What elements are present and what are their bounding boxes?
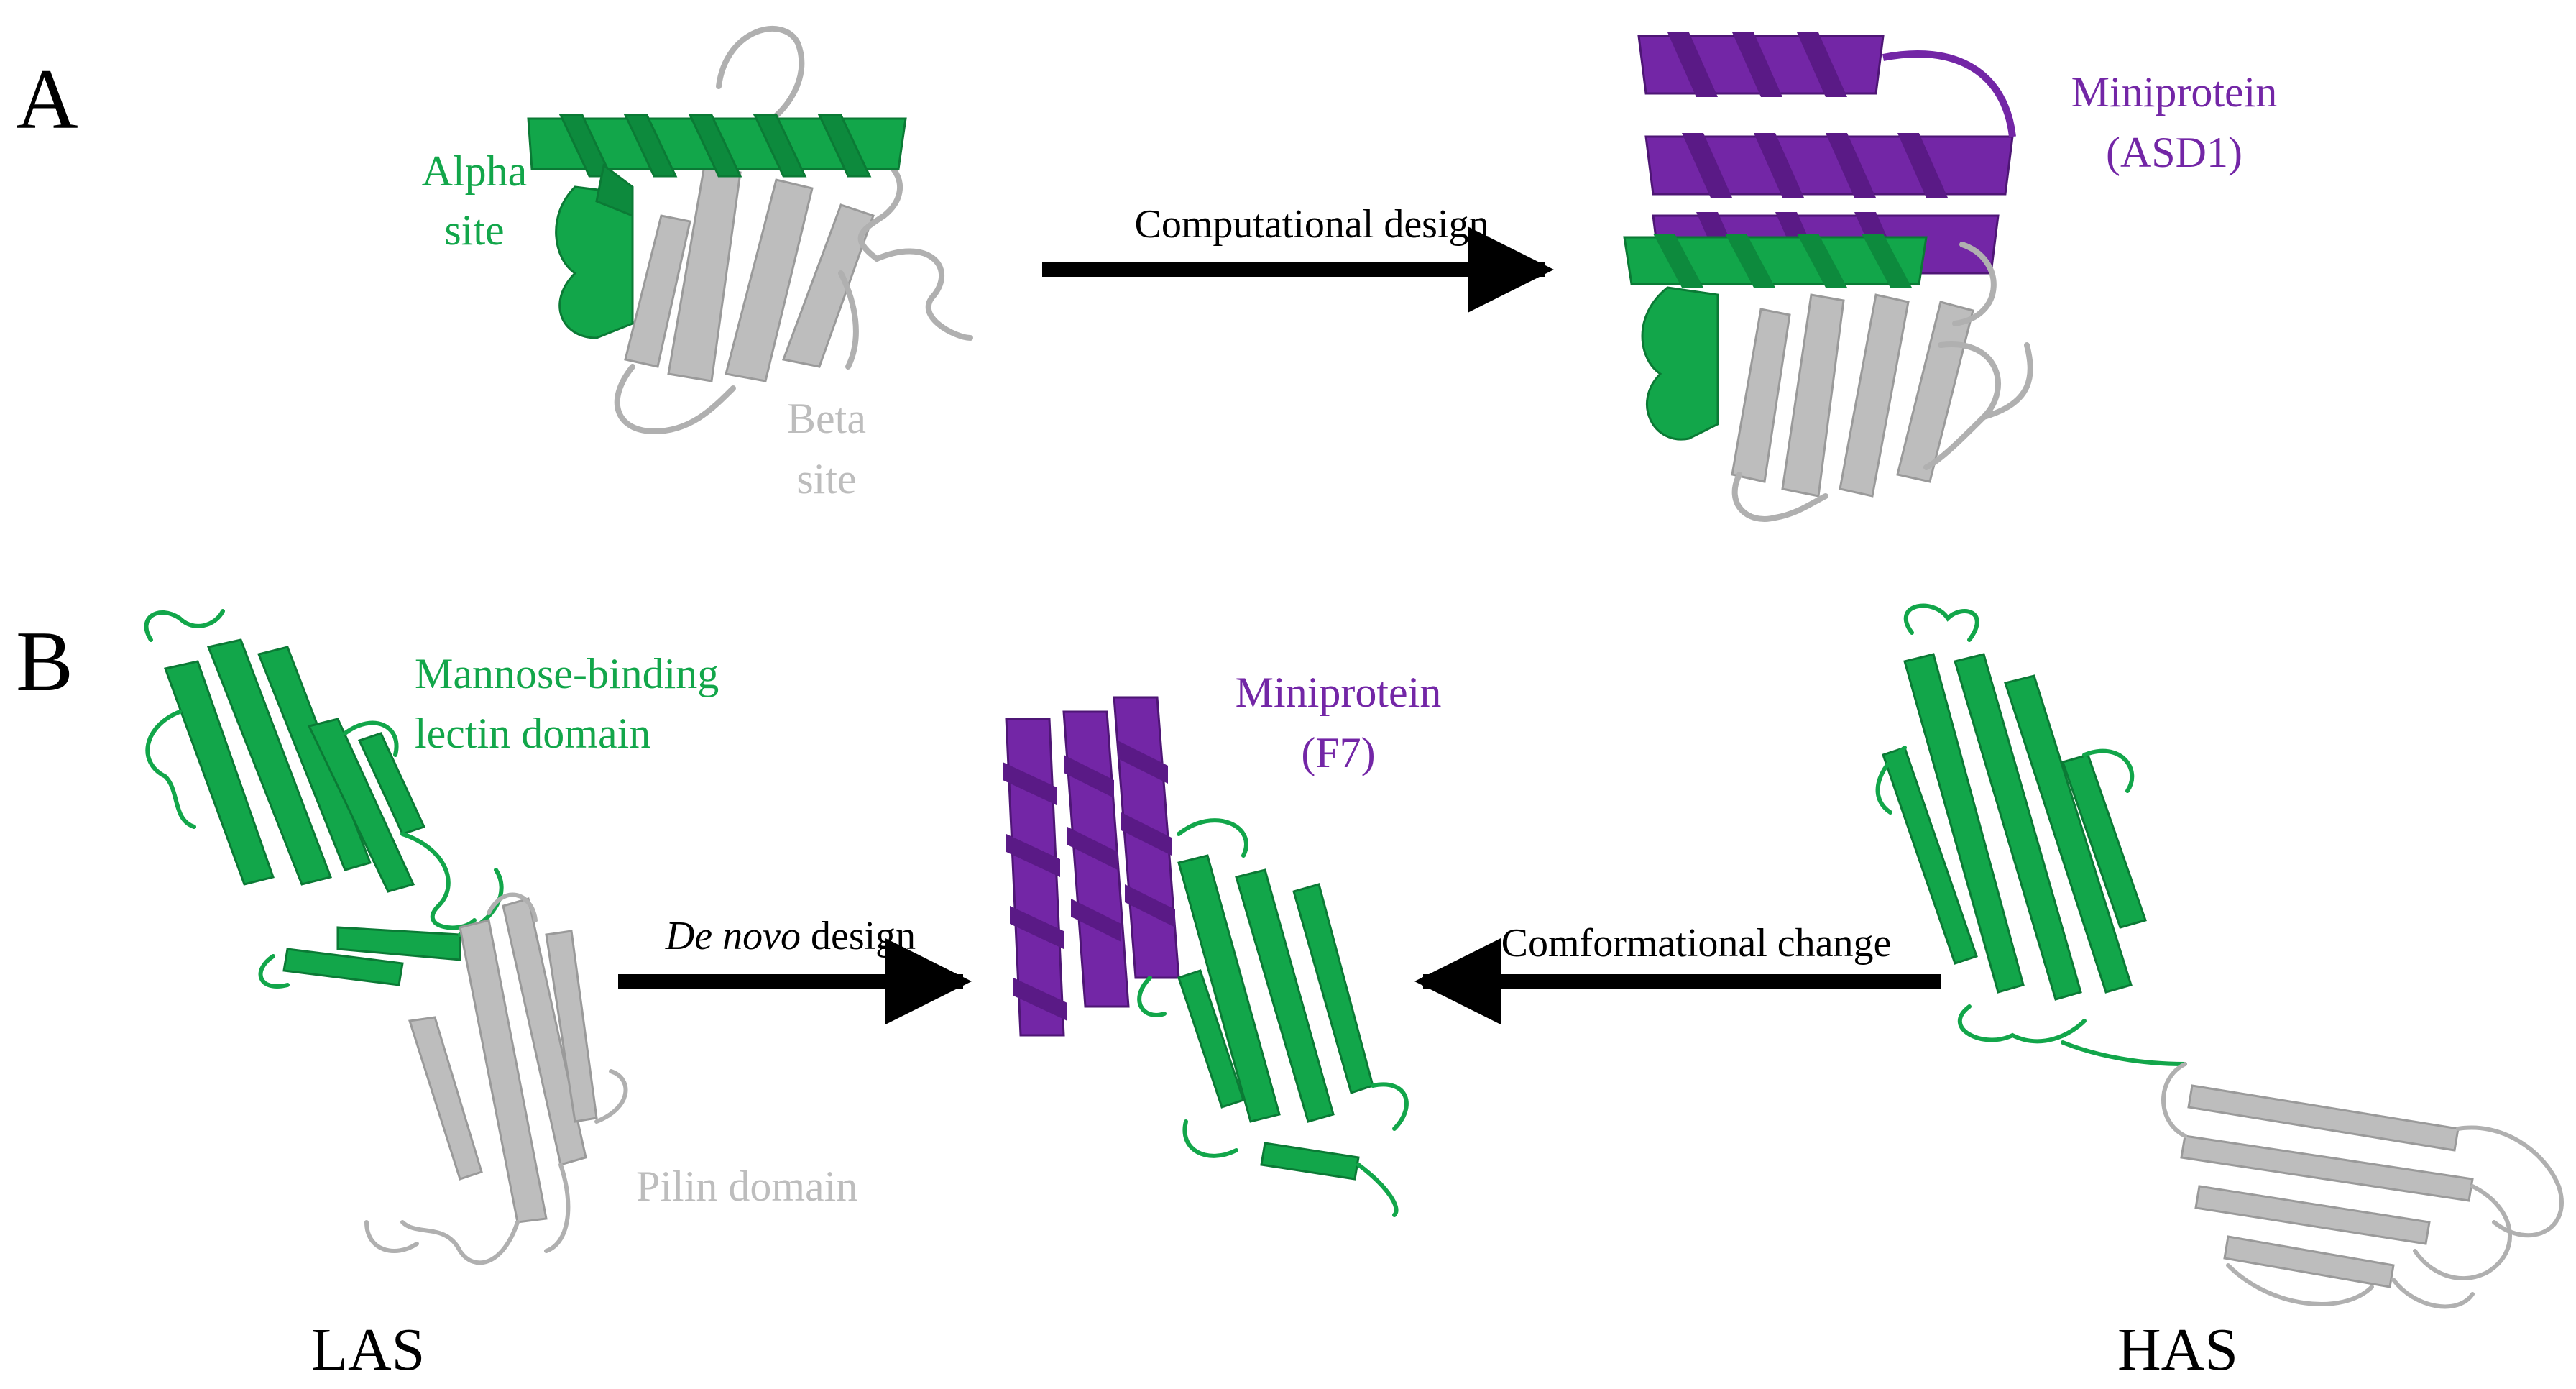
de-novo-italic: De novo (665, 914, 801, 958)
panel-b: B (16, 603, 2564, 1383)
las-pilin-domain (408, 897, 598, 1224)
center-lectin-domain (1177, 854, 1374, 1181)
has-pilin-domain (2180, 1084, 2474, 1288)
alpha-site-label-line1: Alpha (422, 147, 528, 195)
has-lectin-loops (1875, 603, 2187, 1066)
lectin-domain-label-line2: lectin domain (415, 710, 650, 757)
miniprotein-f7-turns (1003, 741, 1175, 1021)
miniprotein-asd1-label-line1: Miniprotein (2071, 68, 2278, 116)
miniprotein-asd1-loop (1882, 50, 2016, 137)
las-structure (144, 609, 628, 1265)
miniprotein-f7-helices (1005, 696, 1180, 1037)
panel-a-left-structure (527, 26, 973, 435)
center-complex-structure (1003, 696, 1409, 1217)
has-pilin-loops (2161, 1062, 2564, 1309)
miniprotein-f7-label-line2: (F7) (1301, 729, 1375, 776)
panel-a-letter: A (16, 51, 78, 147)
panel-a: A (16, 26, 2278, 522)
miniprotein-f7-label-line1: Miniprotein (1236, 669, 1442, 716)
miniprotein-asd1-label-line2: (ASD1) (2106, 129, 2242, 176)
beta-sheet-gray (624, 164, 875, 382)
de-novo-rest: design (801, 914, 916, 958)
de-novo-design-label: De novo design (665, 914, 916, 958)
alpha-site-label-line2: site (444, 206, 504, 254)
complex-alpha-helix-green (1623, 236, 1928, 441)
complex-alpha-helix-green-turns (1653, 234, 1912, 288)
pilin-domain-label: Pilin domain (636, 1163, 857, 1210)
has-label: HAS (2117, 1316, 2238, 1383)
las-lectin-domain (164, 638, 461, 986)
las-label: LAS (311, 1316, 426, 1383)
complex-gray-loops (1731, 242, 2033, 522)
has-lectin-domain (1882, 653, 2147, 1001)
alpha-helix-green (527, 114, 907, 178)
conformational-change-label: Comformational change (1501, 921, 1892, 966)
center-lectin-loops (1137, 818, 1409, 1217)
has-structure (1875, 603, 2564, 1309)
alpha-helix-green-side (555, 163, 634, 339)
panel-a-right-structure (1623, 32, 2033, 522)
lectin-domain-label-line1: Mannose-binding (415, 650, 719, 697)
las-pilin-loops (364, 892, 628, 1265)
beta-site-label-line2: site (796, 455, 856, 503)
panel-b-letter: B (16, 613, 73, 709)
computational-design-label: Computational design (1134, 202, 1489, 247)
complex-beta-sheet-gray (1731, 293, 1974, 498)
beta-site-label-line1: Beta (787, 395, 866, 442)
